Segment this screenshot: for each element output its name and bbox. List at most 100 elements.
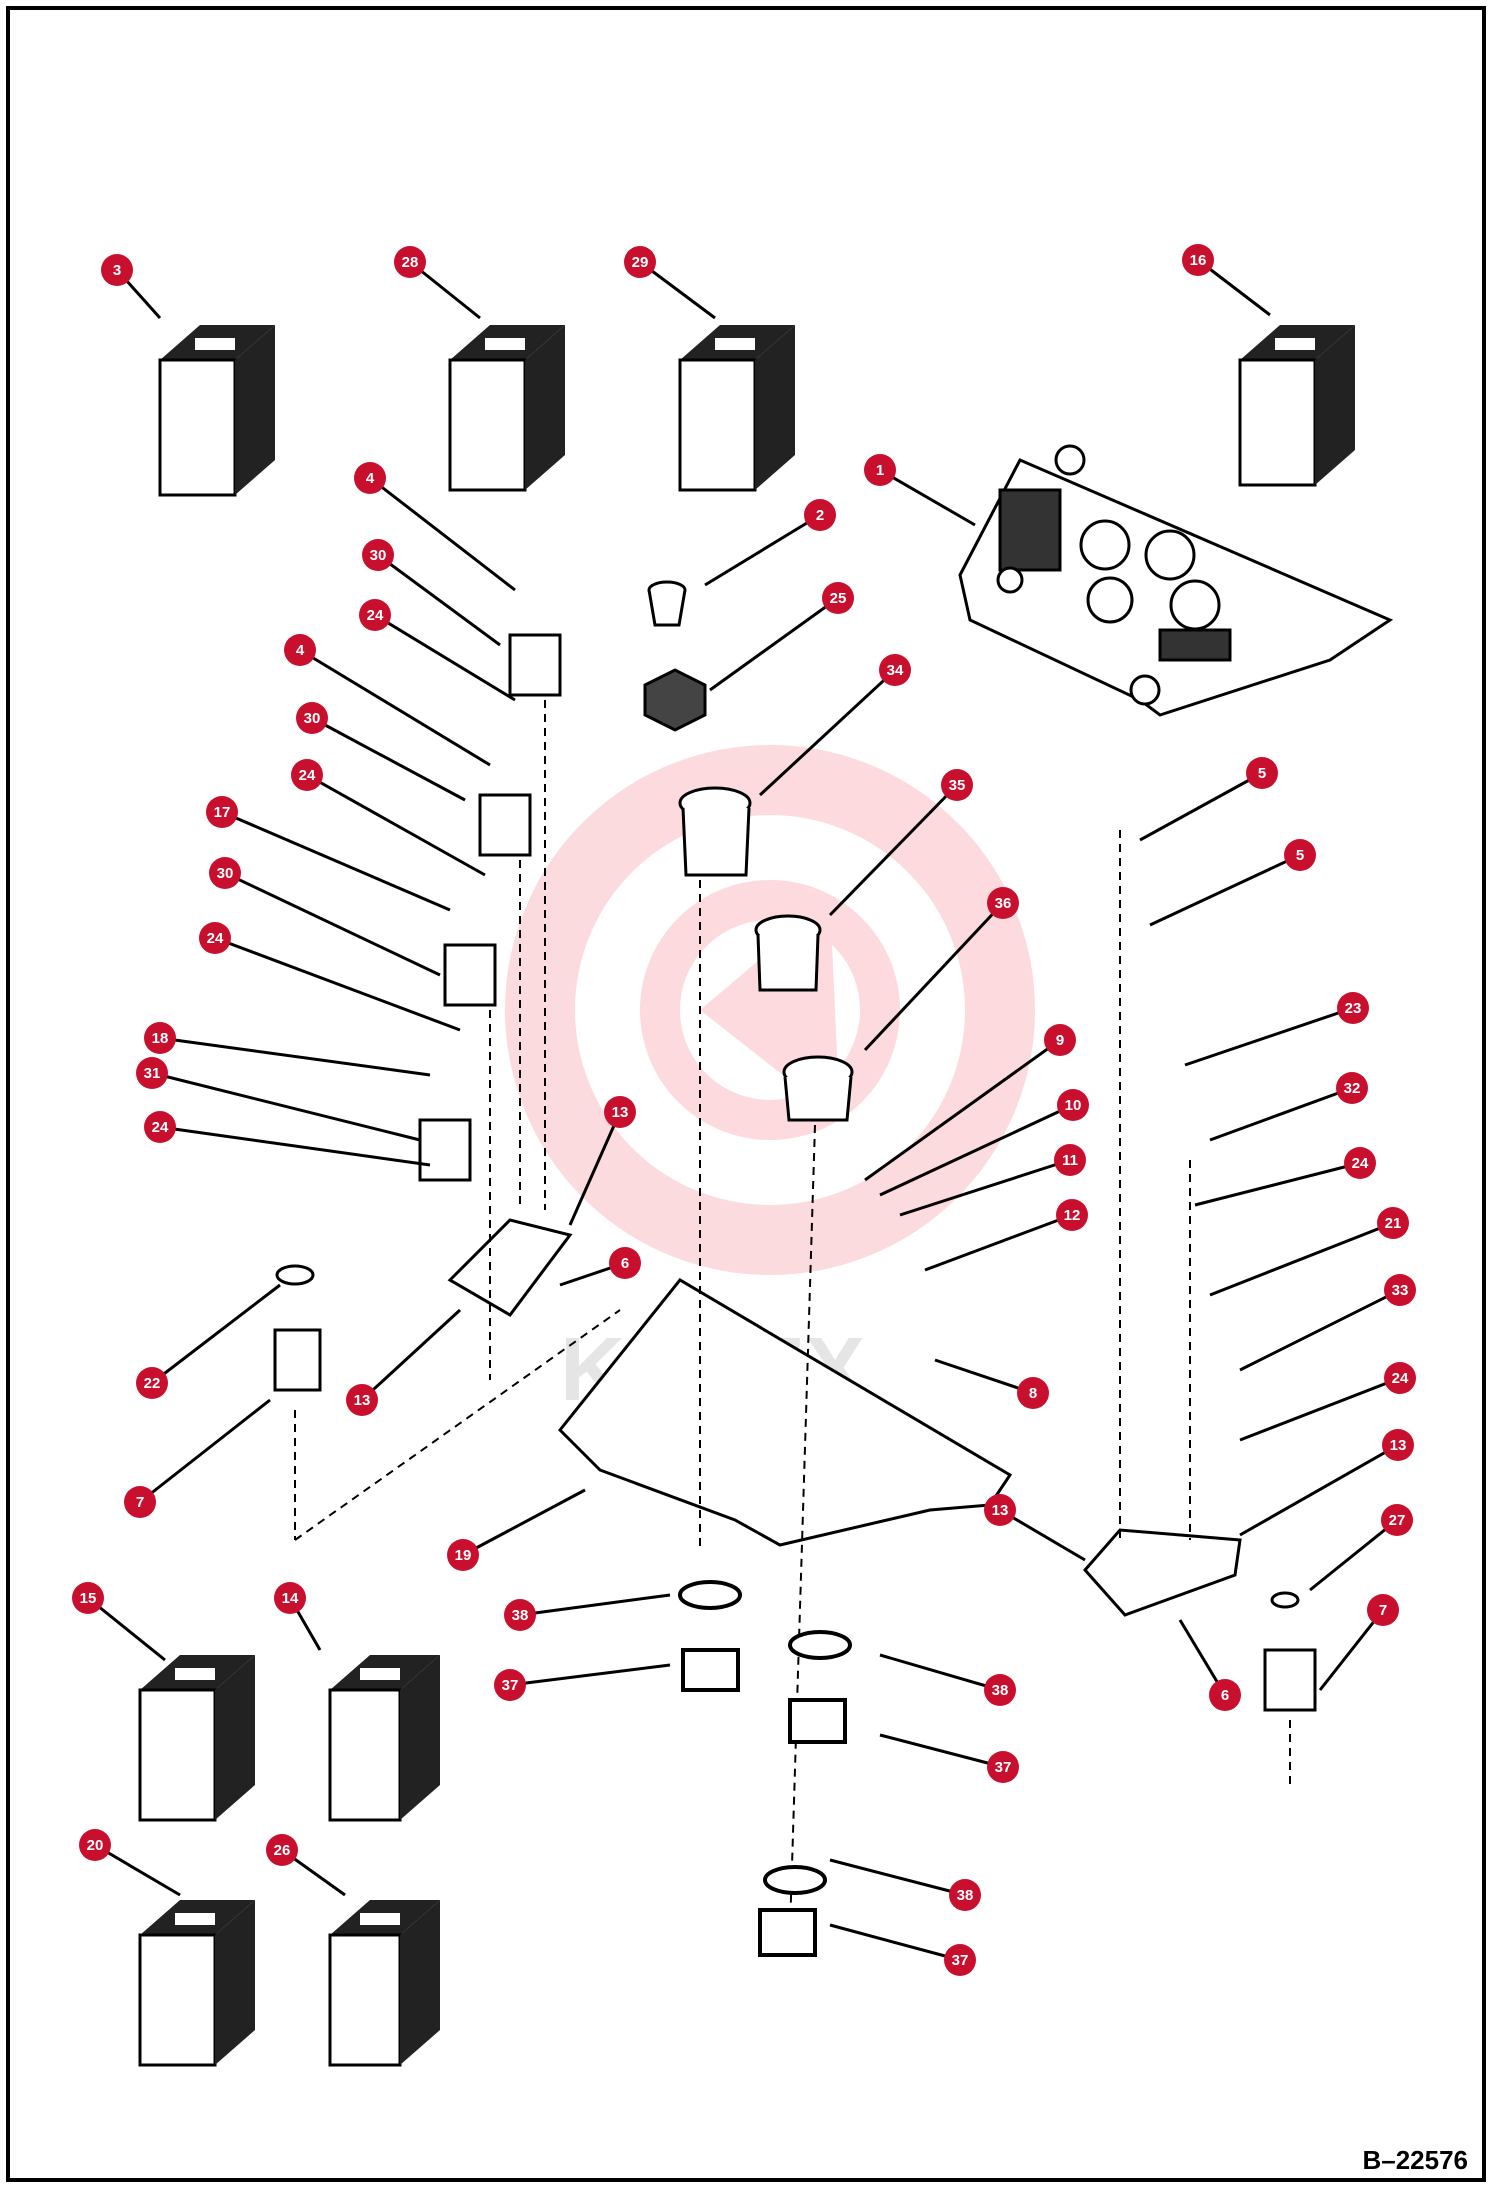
- callout-marker: [879, 654, 911, 686]
- callout-leader-line: [829, 1858, 966, 1897]
- callout-marker: [822, 582, 854, 614]
- callout-label: 20: [87, 1837, 104, 1854]
- callout-leader-line: [899, 1158, 1071, 1217]
- callout-leader-line: [462, 1488, 586, 1557]
- callout-marker: [124, 1486, 156, 1518]
- callout-marker: [1246, 757, 1278, 789]
- callout-label: 38: [512, 1607, 529, 1624]
- callout-marker: [1381, 1504, 1413, 1536]
- callout-marker: [609, 1247, 641, 1279]
- callout-marker: [136, 1367, 168, 1399]
- callout-marker: [284, 634, 316, 666]
- callout-marker: [1056, 1199, 1088, 1231]
- callout-label: 18: [152, 1030, 169, 1047]
- callout-label: 2: [816, 507, 824, 524]
- callout-label: 24: [152, 1119, 169, 1136]
- assembly-guide-lines: [294, 700, 1291, 1931]
- switch-25: [643, 668, 707, 732]
- callout-leader-line: [519, 1593, 671, 1617]
- callout-label: 24: [1352, 1155, 1369, 1172]
- callout-leader-line: [758, 668, 897, 797]
- indicator-module-14: [328, 1655, 440, 1822]
- callout-leader-line: [159, 1125, 431, 1167]
- callout-marker: [79, 1829, 111, 1861]
- callout-label: 15: [80, 1590, 97, 1607]
- callout-leader-line: [306, 773, 486, 877]
- callout-leader-line: [221, 810, 451, 912]
- callout-marker: [354, 462, 386, 494]
- callout-label: 36: [995, 895, 1012, 912]
- callout-marker: [864, 454, 896, 486]
- callout-label: 26: [274, 1842, 291, 1859]
- callout-label: 16: [1190, 252, 1207, 269]
- callout-leader-line: [999, 1508, 1086, 1562]
- callout-leader-line: [924, 1213, 1073, 1272]
- callout-marker: [987, 1751, 1019, 1783]
- callout-marker: [1182, 244, 1214, 276]
- callout-leader-line: [829, 1923, 961, 1962]
- indicator-module-16: [1238, 325, 1355, 487]
- callout-marker: [346, 1384, 378, 1416]
- callout-marker: [984, 1674, 1016, 1706]
- callout-label: 3: [113, 262, 121, 279]
- callout-marker: [1054, 1144, 1086, 1176]
- callout-label: 4: [296, 642, 305, 659]
- knob-2: [647, 580, 687, 627]
- indicator-module-29: [678, 325, 795, 492]
- callout-label: 7: [136, 1494, 144, 1511]
- callout-label: 37: [995, 1759, 1012, 1776]
- callout-label: 24: [367, 607, 384, 624]
- callout-marker: [1384, 1362, 1416, 1394]
- callout-leader-line: [1309, 1518, 1398, 1592]
- callout-marker: [362, 539, 394, 571]
- instrument-panel-assembly: [958, 444, 1394, 717]
- callout-label: 32: [1344, 1080, 1361, 1097]
- callout-leader-line: [879, 1733, 1004, 1769]
- mounting-plate: [557, 1278, 1013, 1547]
- indicator-module-3: [158, 325, 275, 497]
- callout-leader-line: [1318, 1609, 1385, 1691]
- callout-label: 34: [887, 662, 904, 679]
- callout-label: 12: [1064, 1207, 1081, 1224]
- callout-marker: [72, 1582, 104, 1614]
- callout-marker: [274, 1582, 306, 1614]
- callout-marker: [291, 759, 323, 791]
- callout-label: 24: [207, 930, 224, 947]
- callout-marker: [1284, 839, 1316, 871]
- callout-label: 24: [1392, 1370, 1409, 1387]
- callout-label: 1: [876, 462, 884, 479]
- callout-label: 4: [366, 470, 375, 487]
- callout-leader-line: [224, 871, 441, 977]
- callout-marker: [199, 922, 231, 954]
- callout-leader-line: [369, 476, 516, 592]
- callout-leader-line: [159, 1036, 431, 1077]
- callout-marker: [206, 796, 238, 828]
- callout-label: 22: [144, 1375, 161, 1392]
- callout-leader-line: [1149, 853, 1301, 927]
- callout-label: 7: [1379, 1602, 1387, 1619]
- callout-leader-line: [509, 1663, 671, 1687]
- callout-label: 25: [830, 590, 847, 607]
- callout-marker: [604, 1096, 636, 1128]
- callout-leader-line: [377, 553, 501, 647]
- callout-leader-line: [374, 613, 516, 702]
- callout-leader-line: [139, 1398, 271, 1504]
- callout-label: 13: [354, 1392, 371, 1409]
- gauge-34: [678, 786, 752, 877]
- callout-marker: [447, 1539, 479, 1571]
- drawing-reference-number: B–22576: [1362, 2145, 1468, 2175]
- callout-marker: [1044, 1024, 1076, 1056]
- callout-label: 14: [282, 1590, 299, 1607]
- callout-label: 10: [1065, 1097, 1082, 1114]
- callout-leader-line: [1139, 771, 1263, 842]
- callout-marker: [941, 769, 973, 801]
- indicator-module-20: [138, 1900, 255, 2067]
- callout-marker: [1344, 1147, 1376, 1179]
- callout-leader-line: [1184, 1006, 1354, 1067]
- callout-leader-line: [1194, 1161, 1361, 1207]
- callout-label: 17: [214, 804, 231, 821]
- callout-leader-line: [1239, 1288, 1401, 1372]
- callout-label: 13: [1390, 1437, 1407, 1454]
